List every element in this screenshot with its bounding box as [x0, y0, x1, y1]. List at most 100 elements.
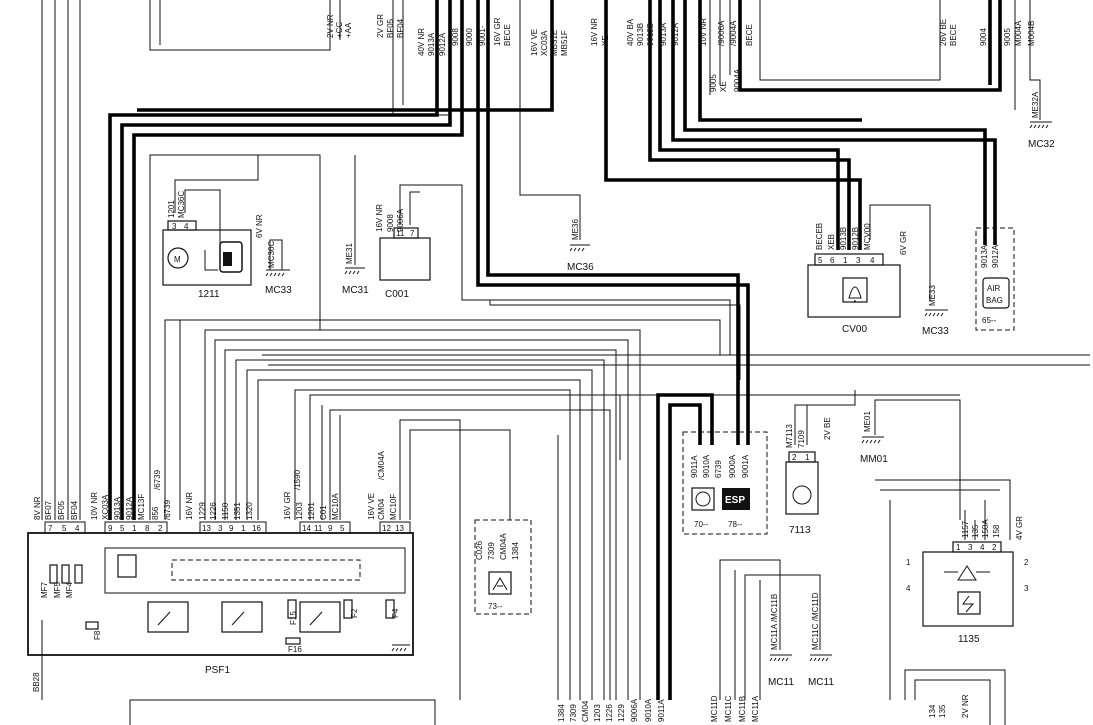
connector-label: 6V NR — [255, 214, 264, 238]
gauge-icon — [792, 485, 812, 505]
fuse-icon — [85, 621, 99, 630]
top-label: 9004 — [979, 28, 988, 46]
svg-text:MC11C /MC11D: MC11C /MC11D — [811, 592, 820, 650]
svg-text:9012A: 9012A — [125, 496, 134, 520]
svg-text:7309: 7309 — [487, 542, 496, 560]
svg-text:9012A: 9012A — [991, 244, 1000, 268]
svg-text:16V GR: 16V GR — [283, 491, 292, 520]
component-name: 65-- — [982, 316, 997, 325]
motor-icon — [167, 247, 189, 269]
top-label: 9000 — [465, 28, 474, 46]
fuse-label: MF4 — [65, 581, 74, 598]
svg-text:BF04: BF04 — [70, 500, 79, 520]
top-label: BECE — [745, 24, 754, 46]
pin-label: 14 — [302, 524, 311, 533]
ground-mc33-right: ME33 MC33 — [922, 285, 949, 337]
svg-text:158: 158 — [992, 524, 1001, 538]
svg-text:ESP: ESP — [725, 495, 745, 506]
svg-text:135: 135 — [938, 704, 947, 718]
pin-label: 13 — [395, 524, 404, 533]
top-label: MB51F — [560, 30, 569, 56]
svg-text:1320: 1320 — [245, 502, 254, 520]
svg-text:AIR: AIR — [987, 284, 1001, 293]
component-name: CV00 — [842, 324, 867, 335]
svg-text:9013A: 9013A — [980, 244, 989, 268]
ground-label: MC32 — [1028, 139, 1055, 150]
top-label: 9012B — [646, 23, 655, 46]
psf1-pin-strip: 7 5 4 9 5 1 8 2 13 3 9 1 16 14 11 9 5 12… — [44, 521, 411, 534]
pin-label: 12 — [382, 524, 391, 533]
top-label: +AA — [344, 22, 353, 38]
ground-mc11-c: MC11C /MC11D MC11 — [808, 592, 834, 688]
relay-icon — [299, 601, 341, 633]
svg-text:1201: 1201 — [307, 502, 316, 520]
relay-icon — [117, 554, 137, 578]
component-name: 7113 — [789, 525, 811, 536]
svg-text:BECEB: BECEB — [815, 223, 824, 250]
top-label: BECE — [503, 24, 512, 46]
svg-text:CM04: CM04 — [581, 700, 590, 722]
ground-label: MC33 — [922, 326, 949, 337]
top-label: 16V NR — [590, 18, 599, 46]
ground-label: MC36 — [567, 262, 594, 273]
psf1-wire-labels: 8V NR BF07 BF05 BF04 10V NR XC03A 9013A … — [33, 450, 398, 520]
svg-text:CM04: CM04 — [377, 498, 386, 520]
pin-label: 3 — [218, 524, 223, 533]
top-label: MB51E — [550, 30, 559, 56]
fuse-label: F15 — [289, 611, 298, 625]
svg-text:9000A: 9000A — [728, 454, 737, 478]
top-label: 16V GR — [493, 17, 502, 46]
ground-label: BB28 — [32, 672, 41, 692]
svg-text:150A: 150A — [981, 519, 990, 538]
wire-label: MC36C — [177, 191, 186, 218]
svg-text:MC11A /MC11B: MC11A /MC11B — [770, 594, 779, 650]
top-label: M004A — [1014, 20, 1023, 46]
pin-label: 5 — [340, 524, 345, 533]
top-label: 9013A — [659, 22, 668, 46]
top-label: M004B — [1027, 21, 1036, 46]
component-name: 70-- — [694, 520, 709, 529]
fuse-label: MF5 — [53, 581, 62, 598]
svg-text:9010A: 9010A — [702, 454, 711, 478]
component-name: 73-- — [488, 602, 503, 611]
top-label: 40V BA — [626, 18, 635, 46]
svg-text:9013B: 9013B — [839, 227, 848, 250]
top-label: /9004A — [729, 20, 738, 46]
fuse-label: F8 — [93, 630, 102, 640]
svg-text:10V NR: 10V NR — [90, 492, 99, 520]
pin-label: 4 — [980, 543, 985, 552]
component-name: 78-- — [728, 520, 743, 529]
ground-mc33-left: MC33 — [265, 269, 292, 296]
svg-text:XEB: XEB — [827, 234, 836, 250]
svg-text:1351: 1351 — [233, 502, 242, 520]
svg-text:9010A: 9010A — [644, 698, 653, 722]
pin-label: 5 — [62, 524, 67, 533]
svg-text:9011A: 9011A — [690, 455, 699, 478]
component-name: PSF1 — [205, 665, 230, 676]
svg-text:BF05: BF05 — [57, 500, 66, 520]
svg-text:BF07: BF07 — [44, 500, 53, 520]
fuse-icon — [385, 599, 395, 619]
esp-icon — [722, 488, 750, 510]
top-label: +CC — [335, 22, 344, 38]
svg-text:CM04A: CM04A — [499, 533, 508, 560]
top-label: 9001- — [478, 25, 487, 46]
pin-label: 1 — [805, 453, 810, 462]
fuse-label: F2 — [350, 608, 359, 618]
top-label: 2V NR — [326, 14, 335, 38]
svg-text:1226: 1226 — [605, 704, 614, 722]
svg-text:856: 856 — [151, 506, 160, 520]
top-label: 9004A — [733, 68, 742, 92]
svg-text:/6739: /6739 — [163, 499, 172, 520]
fuse-icon — [287, 599, 297, 619]
component-1211: 1201 MC36C 6V NR 3 4 M MC36C 1211 — [162, 191, 276, 300]
pin-label: 7 — [410, 229, 415, 238]
svg-text:9006A: 9006A — [396, 208, 405, 232]
svg-text:MC11D: MC11D — [710, 695, 719, 722]
top-label: 9008 — [451, 28, 460, 46]
svg-text:9013A: 9013A — [113, 496, 122, 520]
svg-text:1150: 1150 — [221, 502, 230, 520]
pin-label: 3 — [968, 543, 973, 552]
svg-text:ME32A: ME32A — [1031, 91, 1040, 118]
